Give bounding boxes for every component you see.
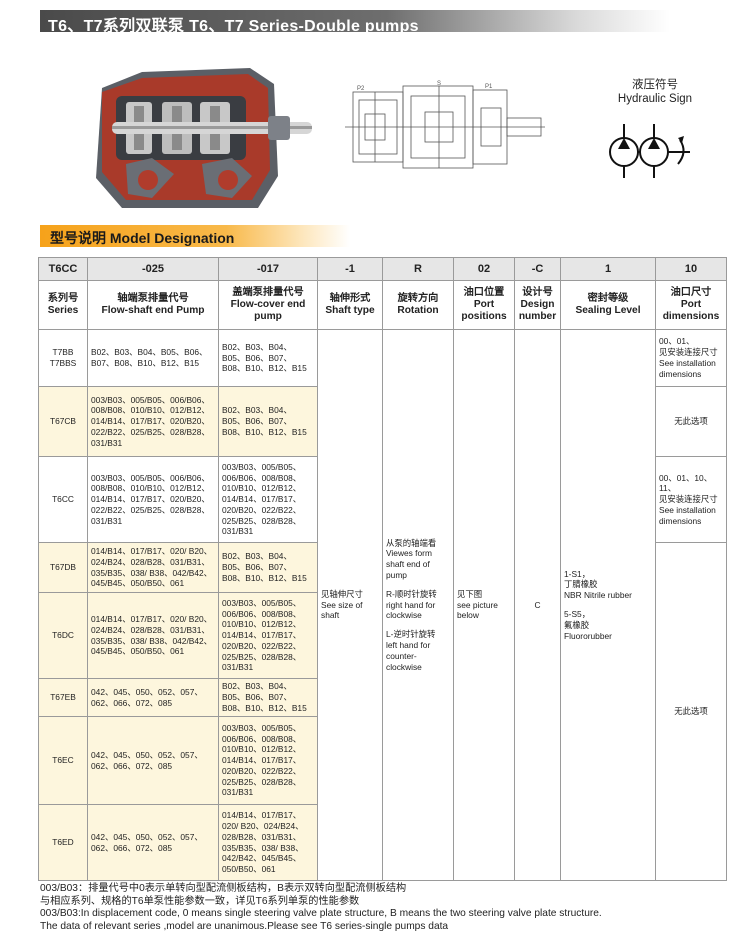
cover-end-cell: B02、B03、B04、B05、B06、B07、B08、B10、B12、B15 xyxy=(218,678,318,717)
table-row: T6DC 014/B14、017/B17、020/ B20、024/B24、02… xyxy=(38,592,727,679)
code-design: -C xyxy=(514,257,561,281)
series-cell: T67EB xyxy=(38,678,88,717)
code-shaft-type: -1 xyxy=(317,257,383,281)
design-number-cell: C xyxy=(514,329,561,881)
code-port-dimension: 10 xyxy=(655,257,727,281)
series-cell: T67CB xyxy=(38,386,88,457)
table-row: T67EB 042、045、050、052、057、062、066、072、08… xyxy=(38,678,727,717)
hydraulic-sign-en: Hydraulic Sign xyxy=(617,93,693,105)
cover-end-cell: B02、B03、B04、B05、B06、B07、B08、B10、B12、B15 xyxy=(218,329,318,387)
shaft-end-cell: B02、B03、B04、B05、B06、B07、B08、B10、B12、B15 xyxy=(87,329,219,387)
model-designation-title: 型号说明 Model Designation xyxy=(50,230,235,246)
footnote: 003/B03：排量代号中0表示单转向型配流侧板结构，B表示双转向型配流侧板结构… xyxy=(40,883,740,933)
code-row: T6CC -025 -017 -1 R 02 -C 1 10 xyxy=(38,257,727,281)
cover-end-cell: B02、B03、B04、B05、B06、B07、B08、B10、B12、B15 xyxy=(218,386,318,457)
label-s: S xyxy=(437,81,441,87)
hydraulic-sign-cn: 液压符号 xyxy=(632,79,678,91)
footnote-line-2: 与相应系列、规格的T6单泵性能参数一致，详见T6系列单泵的性能参数 xyxy=(40,895,360,907)
cover-end-cell: 003/B03、005/B05、006/B06、008/B08、010/B10、… xyxy=(218,592,318,679)
sectional-drawing: P2 S P1 xyxy=(345,81,545,169)
code-series: T6CC xyxy=(38,257,88,281)
footnote-line-3: 003/B03:In displacement code, 0 means si… xyxy=(40,908,602,919)
code-rotation: R xyxy=(382,257,454,281)
table-row: T6EC 042、045、050、052、057、062、066、072、085… xyxy=(38,716,727,805)
shaft-end-cell: 014/B14、017/B17、020/ B20、024/B24、028/B28… xyxy=(87,542,219,593)
hydraulic-sign-label: 液压符号 Hydraulic Sign xyxy=(600,78,710,106)
rotation-cell: 从泵的轴端看 Viewes form shaft end of pump R-顺… xyxy=(382,329,454,881)
table-row: T67CB 003/B03、005/B05、006/B06、008/B08、01… xyxy=(38,386,727,457)
code-port-position: 02 xyxy=(453,257,515,281)
shaft-end-cell: 014/B14、017/B17、020/ B20、024/B24、028/B28… xyxy=(87,592,219,679)
pump-cutaway-image xyxy=(96,68,312,208)
model-designation-bar: 型号说明 Model Designation xyxy=(40,225,350,247)
cover-end-cell: 003/B03、005/B05、006/B06、008/B08、010/B10、… xyxy=(218,456,318,543)
shaft-end-cell: 003/B03、005/B05、006/B06、008/B08、010/B10、… xyxy=(87,456,219,543)
code-shaft-end: -025 xyxy=(87,257,219,281)
code-cover-end: -017 xyxy=(218,257,318,281)
series-cell: T6CC xyxy=(38,456,88,543)
page-title: T6、T7系列双联泵 T6、T7 Series-Double pumps xyxy=(48,18,419,35)
hydraulic-pump-symbol-icon xyxy=(609,124,690,178)
shaft-end-cell: 042、045、050、052、057、062、066、072、085 xyxy=(87,804,219,881)
footnote-line-4: The data of relevant series ,model are u… xyxy=(40,920,449,932)
sealing-level-cell: 1-S1， 丁腈橡胶 NBR Nitrile rubber 5-S5， 氟橡胶 … xyxy=(560,329,656,881)
cover-end-cell: 014/B14、017/B17、020/ B20、024/B24、028/B28… xyxy=(218,804,318,881)
port-dimensions-cell: 无此选项 xyxy=(655,542,727,881)
shaft-end-cell: 003/B03、005/B05、006/B06、008/B08、010/B10、… xyxy=(87,386,219,457)
label-p2: P2 xyxy=(357,86,365,92)
cover-end-cell: 003/B03、005/B05、006/B06、008/B08、010/B10、… xyxy=(218,716,318,805)
port-dimensions-cell: 00、01、10、11、 见安装连接尺寸 See installation di… xyxy=(655,456,727,543)
code-sealing: 1 xyxy=(560,257,656,281)
table-row: T6CC 003/B03、005/B05、006/B06、008/B08、010… xyxy=(38,456,727,543)
table-row: T67DB 014/B14、017/B17、020/ B20、024/B24、0… xyxy=(38,542,727,881)
port-dimensions-cell: 无此选项 xyxy=(655,386,727,457)
series-cell: T6EC xyxy=(38,716,88,805)
cover-end-cell: B02、B03、B04、B05、B06、B07、B08、B10、B12、B15 xyxy=(218,542,318,593)
footnote-line-1: 003/B03：排量代号中0表示单转向型配流侧板结构，B表示双转向型配流侧板结构 xyxy=(40,883,407,894)
series-cell: T6DC xyxy=(38,592,88,679)
port-dimensions-cell: 00、01、 见安装连接尺寸 See installation dimensio… xyxy=(655,329,727,387)
series-cell: T6ED xyxy=(38,804,88,881)
shaft-end-cell: 042、045、050、052、057、062、066、072、085 xyxy=(87,716,219,805)
series-cell: T67DB xyxy=(38,542,88,593)
shaft-end-cell: 042、045、050、052、057、062、066、072、085 xyxy=(87,678,219,717)
label-p1: P1 xyxy=(485,84,493,90)
title-bar: T6、T7系列双联泵 T6、T7 Series-Double pumps xyxy=(40,10,670,35)
table-row: T6ED 042、045、050、052、057、062、066、072、085… xyxy=(38,804,727,881)
